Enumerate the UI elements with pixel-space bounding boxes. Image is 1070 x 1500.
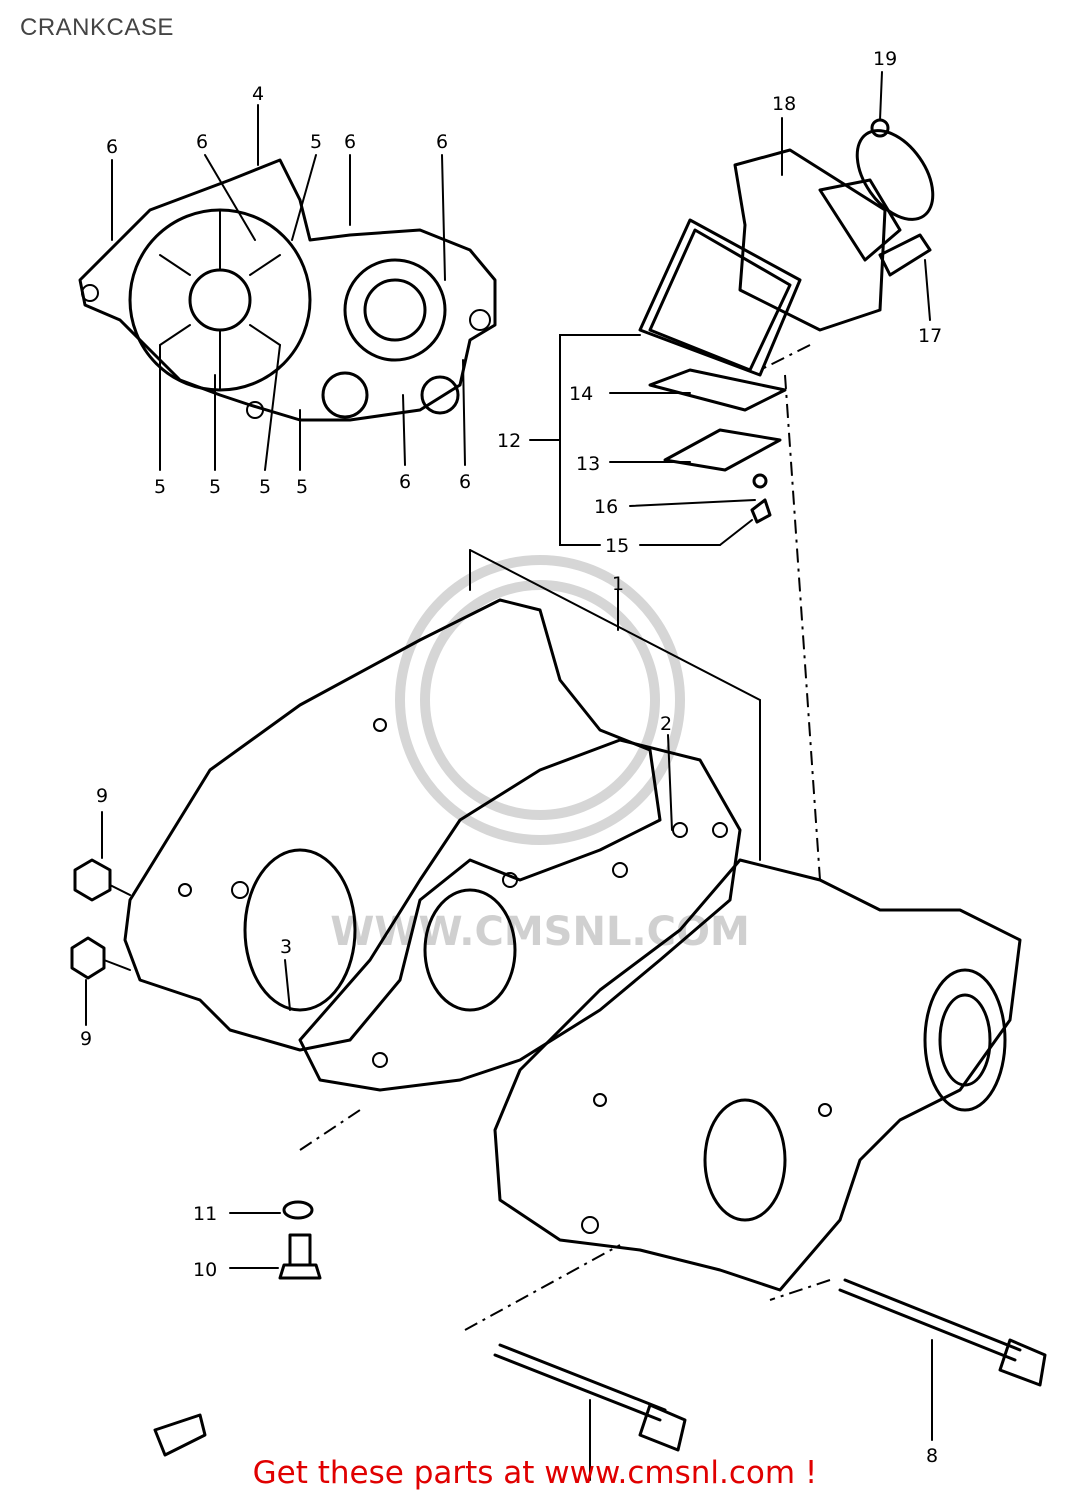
part-7-8-long-bolts [493,1278,1047,1481]
callout-6-e: 6 [399,471,411,493]
page-title: CRANKCASE [20,14,174,41]
callout-11: 11 [193,1203,217,1225]
callout-13: 13 [576,453,600,475]
callout-8: 8 [926,1445,938,1467]
callout-19: 19 [873,48,897,70]
callout-6-b: 6 [196,131,208,153]
part-1-crankcase-left [123,598,662,1052]
leaders-cover [111,104,466,471]
callout-2: 2 [660,713,672,735]
callout-18: 18 [772,93,796,115]
callout-5-d: 5 [259,476,271,498]
callout-14: 14 [569,383,593,405]
callout-5-b: 5 [154,476,166,498]
callout-3: 3 [280,936,292,958]
part-2-crankcase-right [493,858,1022,1292]
part-10-11-bolt-washer [229,1200,322,1280]
callout-9-a: 9 [96,785,108,807]
callout-17: 17 [918,325,942,347]
callout-16: 16 [594,496,618,518]
callout-4: 4 [252,83,264,105]
watermark-text: WWW.CMSNL.COM [330,909,750,955]
callout-9-b: 9 [80,1028,92,1050]
callout-labels: 1 2 3 4 5 5 5 5 5 6 6 6 6 6 6 8 9 9 10 1… [80,48,942,1467]
callout-5-a: 5 [310,131,322,153]
callout-1: 1 [612,573,624,595]
cmsnl-watermark: WWW.CMSNL.COM [330,555,750,955]
group-lines [284,549,761,1011]
leaders-reed [529,71,931,546]
part-9-nuts [70,811,131,1026]
callout-6-a: 6 [106,136,118,158]
front-arrow-icon [153,1413,207,1457]
cmsnl-link[interactable]: Get these parts at www.cmsnl.com ! [252,1455,818,1491]
callout-15: 15 [605,535,629,557]
part-4-clutch-cover [78,158,497,422]
callout-12: 12 [497,430,521,452]
callout-5-c: 5 [209,476,221,498]
callout-5-e: 5 [296,476,308,498]
callout-6-d: 6 [436,131,448,153]
callout-10: 10 [193,1259,217,1281]
callout-6-c: 6 [344,131,356,153]
callout-6-f: 6 [459,471,471,493]
reed-valve-assembly [638,118,935,524]
alignment-lines [299,344,831,1331]
